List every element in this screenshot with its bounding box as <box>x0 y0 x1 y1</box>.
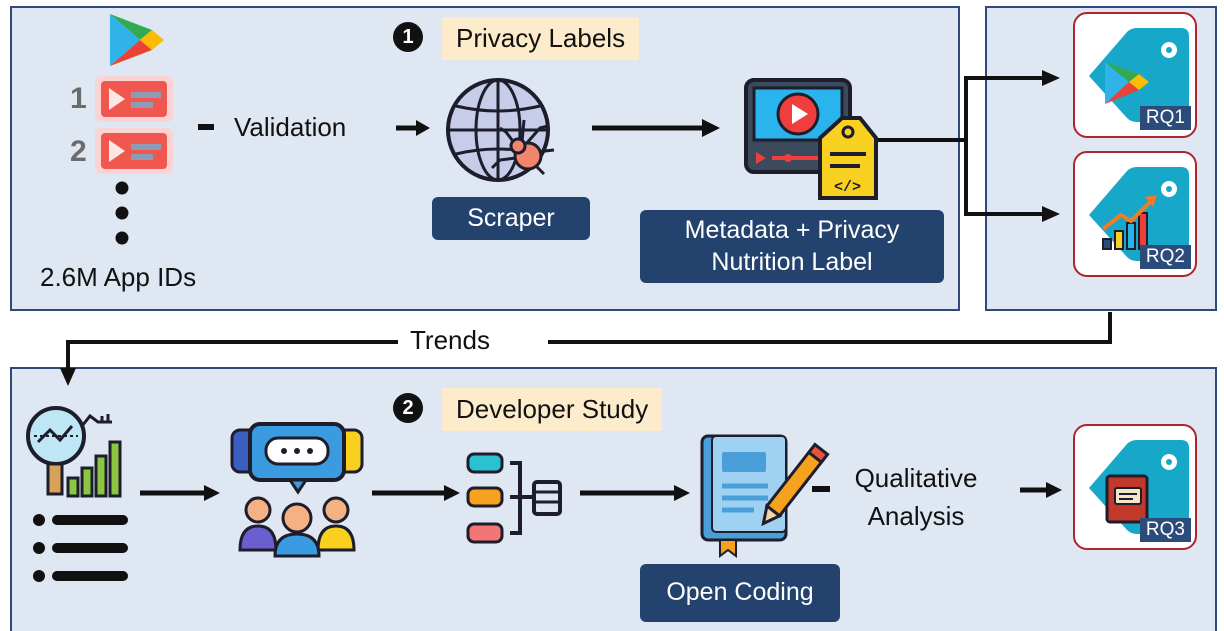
svg-text:</>: </> <box>834 179 861 196</box>
trends-label: Trends <box>410 325 490 355</box>
developer-discussion-icon <box>230 422 364 558</box>
spider-web-globe-icon <box>446 78 555 182</box>
rq3-label: RQ3 <box>1139 518 1191 542</box>
rq2-card: RQ2 <box>1073 151 1197 277</box>
video-metadata-tag-icon: </> <box>744 78 878 200</box>
book-pencil-icon <box>700 434 830 558</box>
arrow-right-icon <box>372 485 460 501</box>
app-card-icon <box>95 76 173 122</box>
list-number-2: 2 <box>70 135 87 168</box>
validation-label: Validation <box>234 112 347 142</box>
rq1-card: RQ1 <box>1073 12 1197 138</box>
rq2-label: RQ2 <box>1139 245 1191 269</box>
qualitative-analysis-label: Qualitative Analysis <box>854 463 978 531</box>
arrow-right-icon <box>1020 482 1062 498</box>
branch-connector <box>878 70 1060 222</box>
book-tag-icon <box>1089 440 1189 534</box>
app-ids-label: 2.6M App IDs <box>40 262 197 292</box>
list-bullets-icon <box>33 514 128 582</box>
app-card-icon <box>95 128 173 174</box>
google-play-icon <box>110 14 164 66</box>
stage-2-number: 2 <box>393 393 423 423</box>
analytics-search-icon <box>26 406 122 498</box>
categorize-tree-icon <box>466 452 562 544</box>
arrow-right-icon <box>396 120 430 136</box>
dash-connector <box>812 486 830 492</box>
dash-connector <box>198 124 214 130</box>
trends-connector <box>60 312 1112 386</box>
stage-1-title: Privacy Labels <box>442 17 640 60</box>
arrow-right-icon <box>140 485 220 501</box>
rq3-card: RQ3 <box>1073 424 1197 550</box>
list-number-1: 1 <box>70 82 87 115</box>
ellipsis-dots-icon <box>115 181 129 245</box>
open-coding-label: Open Coding <box>640 564 840 622</box>
stage-2-title: Developer Study <box>442 388 663 431</box>
arrow-right-icon <box>592 119 720 137</box>
google-play-tag-icon <box>1089 28 1189 122</box>
rq1-label: RQ1 <box>1139 106 1191 130</box>
arrow-right-icon <box>580 485 690 501</box>
stage-1-number: 1 <box>393 22 423 52</box>
metadata-privacy-label: Metadata + Privacy Nutrition Label <box>640 210 944 283</box>
scraper-label: Scraper <box>432 197 590 240</box>
growth-chart-tag-icon <box>1089 167 1189 261</box>
